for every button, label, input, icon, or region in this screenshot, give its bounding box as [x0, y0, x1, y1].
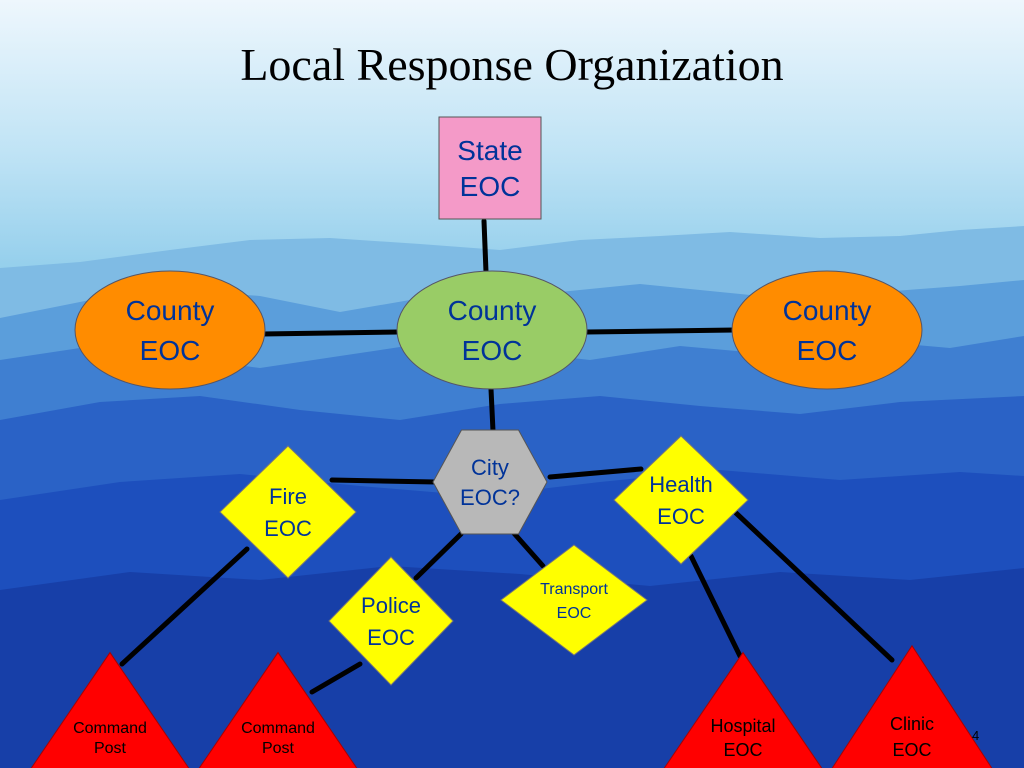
fire-eoc-label-line: Fire: [269, 484, 307, 509]
fire-eoc-label-line: EOC: [264, 516, 312, 541]
county-eoc-right-shape: [731, 270, 923, 390]
city-eoc-shape: [432, 429, 548, 535]
connector-county-eoc-left-to-county-eoc-center: [259, 329, 401, 337]
health-eoc-label-line: Health: [649, 472, 713, 497]
county-eoc-center-shape: [396, 270, 588, 390]
county-eoc-left-label-line: County: [126, 295, 215, 326]
transport-eoc-label-line: Transport: [540, 581, 608, 598]
connector-health-eoc-to-clinic-eoc: [733, 510, 895, 663]
police-eoc-shape: [328, 556, 454, 686]
connector-fire-eoc-to-city-eoc: [329, 477, 439, 485]
hospital-eoc-label-line: EOC: [723, 740, 762, 760]
command-post-1-label-line: Post: [94, 740, 127, 757]
state-eoc-label-line: State: [457, 135, 522, 166]
clinic-eoc-label-line: EOC: [892, 740, 931, 760]
hospital-eoc-shape: [663, 651, 823, 768]
state-eoc-label-line: EOC: [460, 171, 521, 202]
slide-title: Local Response Organization: [240, 39, 784, 90]
county-eoc-center-label-line: EOC: [462, 335, 523, 366]
county-eoc-left-shape: [74, 270, 266, 390]
transport-eoc-shape: [500, 544, 648, 656]
city-eoc-label-line: City: [471, 455, 509, 480]
city-eoc-label-line: EOC?: [460, 485, 520, 510]
command-post-2-label-line: Post: [262, 740, 295, 757]
state-eoc-shape: [438, 116, 542, 220]
connector-police-eoc-to-command-post-2: [309, 661, 363, 695]
clinic-eoc-shape: [831, 644, 993, 768]
connector-health-eoc-to-hospital-eoc: [688, 553, 743, 659]
connector-state-eoc-to-county-eoc-center: [481, 218, 489, 275]
connector-city-eoc-to-transport-eoc: [509, 528, 546, 569]
diagram-nodes: StateEOCCountyEOCCountyEOCCountyEOCCityE…: [30, 116, 993, 768]
health-eoc-shape: [613, 435, 749, 565]
connector-lines: [119, 218, 895, 695]
health-eoc-label-line: EOC: [657, 504, 705, 529]
command-post-1-shape: [30, 651, 190, 768]
connector-fire-eoc-to-command-post-1: [119, 546, 250, 667]
county-eoc-right-label-line: County: [783, 295, 872, 326]
connector-county-eoc-center-to-county-eoc-right: [584, 327, 738, 335]
clinic-eoc-label-line: Clinic: [890, 714, 934, 734]
police-eoc-label-line: EOC: [367, 625, 415, 650]
connector-city-eoc-to-health-eoc: [547, 466, 644, 480]
command-post-1-label-line: Command: [73, 720, 147, 737]
fire-eoc-shape: [219, 445, 357, 579]
command-post-2-shape: [198, 651, 358, 768]
connector-county-eoc-center-to-city-eoc: [488, 386, 496, 434]
county-eoc-left-label-line: EOC: [140, 335, 201, 366]
hospital-eoc-label-line: Hospital: [710, 716, 775, 736]
command-post-2-label-line: Command: [241, 720, 315, 737]
county-eoc-right-label-line: EOC: [797, 335, 858, 366]
county-eoc-center-label-line: County: [448, 295, 537, 326]
connector-city-eoc-to-police-eoc: [413, 531, 464, 581]
transport-eoc-label-line: EOC: [557, 605, 592, 622]
police-eoc-label-line: Police: [361, 593, 421, 618]
slide-number: 4: [972, 728, 980, 743]
